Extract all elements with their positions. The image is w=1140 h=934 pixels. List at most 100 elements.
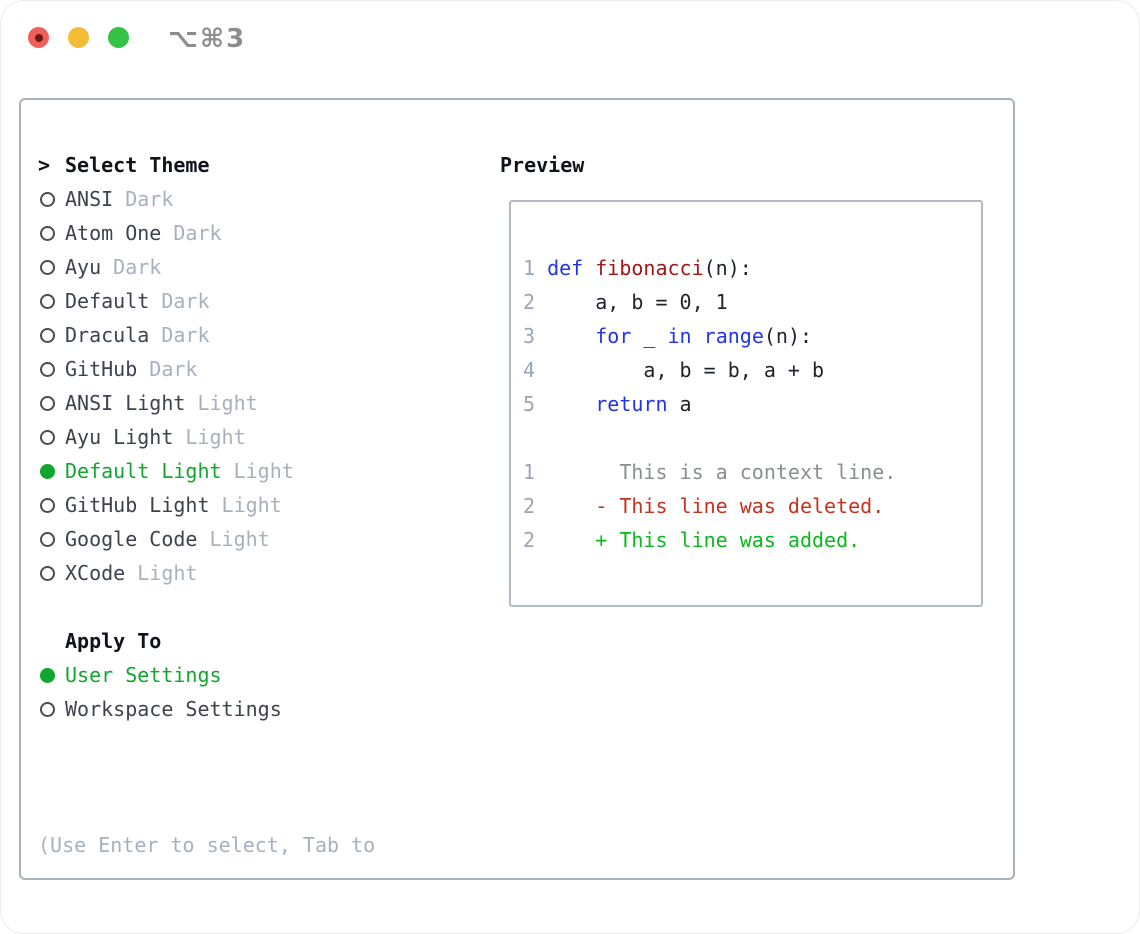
minimize-button[interactable] [68,27,89,48]
apply-option-workspace-settings[interactable]: Workspace Settings [38,692,488,726]
theme-item-dracula[interactable]: Dracula Dark [38,318,488,352]
theme-item-ayu-light[interactable]: Ayu Light Light [38,420,488,454]
code-token [547,324,595,348]
theme-name: GitHub Light [65,493,210,517]
theme-item-default-light[interactable]: Default Light Light [38,454,488,488]
theme-variant-tag: Light [185,391,258,415]
theme-item-github[interactable]: GitHub Dark [38,352,488,386]
radio-selected-icon [38,667,65,683]
theme-name: Ayu Light [65,425,174,449]
radio-icon [38,327,65,343]
code-line: 4 a, b = b, a + b [523,353,981,387]
theme-variant-tag: Light [221,459,294,483]
keyword-token: return [595,392,668,416]
theme-item-google-code[interactable]: Google Code Light [38,522,488,556]
radio-icon [38,293,65,309]
theme-variant-tag: Dark [149,323,210,347]
diff-text: - This line was deleted. [535,494,885,518]
line-number: 4 [523,358,536,382]
zoom-button[interactable] [108,27,129,48]
code-token [583,256,595,280]
theme-item-ansi-light[interactable]: ANSI Light Light [38,386,488,420]
code-token: _ [631,324,668,348]
theme-variant-tag: Dark [137,357,198,381]
radio-icon [38,429,65,445]
radio-icon [38,497,65,513]
radio-icon [38,531,65,547]
function-name-token: fibonacci [595,256,704,280]
radio-icon [38,565,65,581]
apply-to-header: Apply To [65,629,162,653]
help-hint-line2: change focus) [38,930,488,934]
diff-text: + This line was added. [535,528,861,552]
keyword-token: for [595,324,632,348]
line-number: 2 [523,290,536,314]
theme-item-ayu[interactable]: Ayu Dark [38,250,488,284]
apply-option-user-settings[interactable]: User Settings [38,658,488,692]
spacer [38,590,488,624]
help-hint-line1: (Use Enter to select, Tab to [38,833,376,857]
code-token: a, b = 0, 1 [547,290,728,314]
radio-icon [38,361,65,377]
line-number: 2 [523,528,536,552]
theme-name: Ayu [65,255,102,279]
theme-item-github-light[interactable]: GitHub Light Light [38,488,488,522]
theme-variant-tag: Light [125,561,198,585]
theme-item-atom-one[interactable]: Atom One Dark [38,216,488,250]
theme-variant-tag: Dark [113,187,174,211]
theme-variant-tag: Dark [149,289,210,313]
line-number: 3 [523,324,536,348]
radio-icon [38,701,65,717]
keyword-token: in [667,324,692,348]
theme-item-xcode[interactable]: XCode Light [38,556,488,590]
preview-header: Preview [500,153,585,177]
code-line: 5 return a [523,387,981,421]
keyword-token: def [547,256,584,280]
theme-name: ANSI [65,187,114,211]
code-line: 1 def fibonacci(n): [523,251,981,285]
code-token: (n): [703,256,752,280]
theme-name: Dracula [65,323,150,347]
select-theme-header-row: > Select Theme [38,148,488,182]
apply-option-label: User Settings [65,663,222,687]
select-theme-header: Select Theme [65,153,210,177]
help-hint: (Use Enter to select, Tab to change focu… [38,760,488,934]
diff-line-added: 2 + This line was added. [523,523,981,557]
cursor-arrow-icon: > [38,153,51,177]
code-line: 3 for _ in range(n): [523,319,981,353]
radio-icon [38,259,65,275]
window-shortcut-label: ⌥⌘3 [168,24,247,54]
spacer [38,726,488,760]
preview-header-row: Preview [500,148,992,182]
diff-text: This is a context line. [535,460,897,484]
preview-column: Preview 1 def fibonacci(n):2 a, b = 0, 1… [500,148,992,607]
theme-item-default[interactable]: Default Dark [38,284,488,318]
close-button[interactable] [28,27,49,48]
theme-name: Atom One [65,221,162,245]
code-line: 2 a, b = 0, 1 [523,285,981,319]
theme-variant-tag: Light [173,425,246,449]
theme-variant-tag: Light [209,493,282,517]
line-number: 2 [523,494,536,518]
theme-item-ansi[interactable]: ANSI Dark [38,182,488,216]
code-token: (n): [763,324,813,348]
theme-name: Google Code [65,527,198,551]
line-number: 1 [523,460,536,484]
blank-line [523,421,981,455]
keyword-token: range [703,324,764,348]
code-token: a, b = b, a + b [547,358,825,382]
radio-selected-icon [38,463,65,479]
traffic-lights [28,27,129,48]
radio-icon [38,191,65,207]
line-number: 1 [523,256,536,280]
line-number: 5 [523,392,536,416]
radio-icon [38,225,65,241]
theme-name: XCode [65,561,126,585]
apply-to-header-row: Apply To [38,624,488,658]
theme-variant-tag: Dark [161,221,222,245]
